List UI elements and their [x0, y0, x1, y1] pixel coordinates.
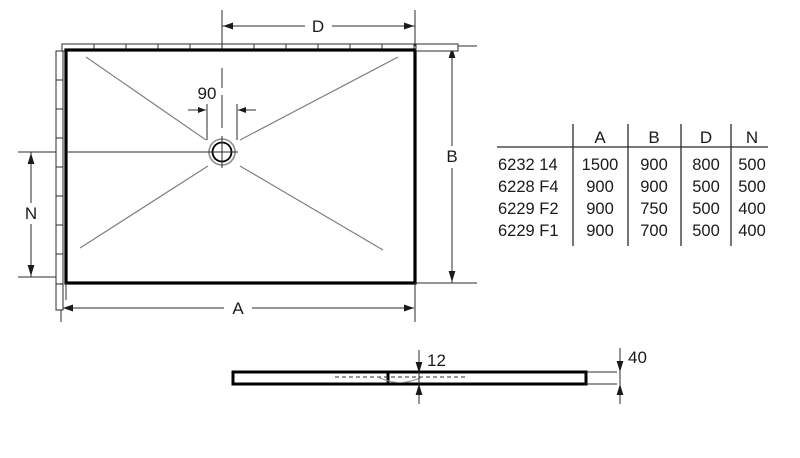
table-cell-N: 400: [738, 200, 766, 218]
section-slab-left: [231, 370, 390, 386]
dimension-table: A B D N 6232 14 1500 900 800 500 6228 F4…: [497, 124, 768, 246]
left-flange-hatching: [55, 50, 64, 285]
dimension-label-12: 12: [427, 351, 446, 370]
dimension-B: B: [415, 45, 477, 284]
table-cell-B: 900: [640, 156, 668, 174]
table-cell-D: 800: [692, 156, 720, 174]
dimension-N: N: [18, 151, 56, 278]
table-cell-N: 400: [738, 222, 766, 240]
table-cell-model: 6228 F4: [498, 178, 559, 196]
table-cell-model: 6229 F2: [498, 200, 559, 218]
dimension-label-N: N: [25, 204, 37, 223]
table-cell-A: 1500: [582, 156, 619, 174]
dimension-D: D: [221, 10, 416, 46]
table-cell-model: 6232 14: [498, 156, 558, 174]
dimension-40: 40: [587, 348, 647, 404]
table-cell-A: 900: [586, 222, 614, 240]
dimension-label-D: D: [312, 17, 324, 36]
table-cell-model: 6229 F1: [498, 222, 559, 240]
dimension-90: 90: [188, 84, 256, 140]
drain-outlet: [206, 136, 238, 168]
table-header-N: N: [746, 128, 758, 147]
dimension-label-90: 90: [198, 84, 217, 103]
dimension-label-B: B: [446, 147, 457, 166]
table-cell-N: 500: [738, 178, 766, 196]
bottom-left-flange-tick: [55, 283, 64, 311]
dimension-A: A: [60, 283, 416, 322]
section-slab-right: [386, 370, 588, 386]
table-cell-A: 900: [586, 200, 614, 218]
table-header-D: D: [700, 128, 712, 147]
table-header-A: A: [594, 128, 606, 147]
dimension-label-40: 40: [628, 348, 647, 367]
table-cell-N: 500: [738, 156, 766, 174]
table-row: 6232 14 1500 900 800 500: [498, 156, 766, 174]
dimension-12: 12: [415, 350, 446, 404]
top-right-flange-tick: [415, 43, 459, 52]
table-cell-D: 500: [692, 178, 720, 196]
table-cell-B: 700: [640, 222, 668, 240]
drain-recess-curve: [377, 376, 423, 383]
slope-diagonals: [79, 56, 399, 251]
table-cell-B: 900: [640, 178, 668, 196]
dimension-label-A: A: [232, 299, 244, 318]
table-row: 6228 F4 900 900 500 500: [498, 178, 766, 196]
table-cell-D: 500: [692, 200, 720, 218]
table-cell-D: 500: [692, 222, 720, 240]
table-cell-A: 900: [586, 178, 614, 196]
table-row: 6229 F2 900 750 500 400: [498, 200, 766, 218]
section-view: 12 40: [231, 348, 647, 404]
table-header-B: B: [648, 128, 659, 147]
table-row: 6229 F1 900 700 500 400: [498, 222, 766, 240]
plan-view: 90 D B: [18, 10, 477, 322]
table-cell-B: 750: [640, 200, 668, 218]
